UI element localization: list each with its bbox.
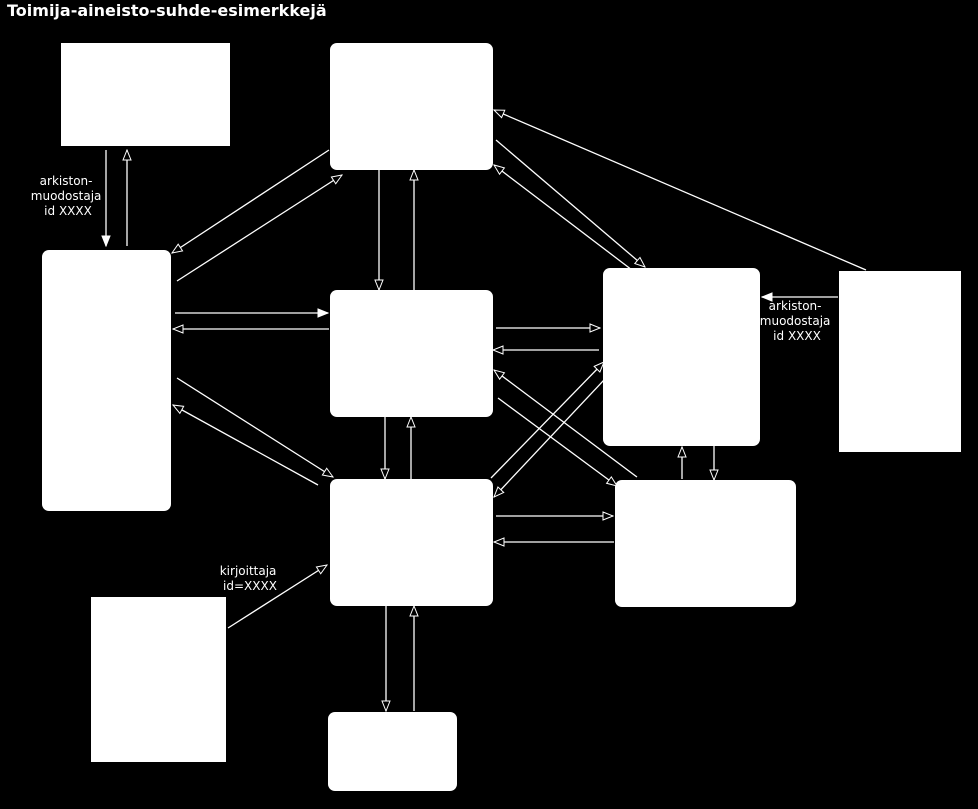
edge-topcenter-to-right bbox=[495, 139, 645, 267]
node-far-right bbox=[839, 271, 961, 452]
node-top-left bbox=[61, 43, 230, 146]
node-right-center bbox=[603, 268, 760, 446]
diagram-title: Toimija-aineisto-suhde-esimerkkejä bbox=[7, 1, 327, 20]
edge-left-to-lower bbox=[176, 377, 333, 477]
edge-right-to-lower bbox=[494, 379, 605, 497]
edge-farright-to-topcenter bbox=[494, 109, 867, 271]
node-left-tall bbox=[42, 250, 171, 511]
edge-label-archive-creator-left: arkiston- muodostaja id XXXX bbox=[31, 174, 105, 218]
edge-left-to-topcenter bbox=[176, 175, 342, 282]
edge-topcenter-to-left bbox=[172, 149, 330, 253]
edge-lower-to-right bbox=[490, 362, 604, 479]
node-lower-right bbox=[615, 480, 796, 607]
edge-middle-to-lowerright bbox=[497, 397, 617, 486]
edge-lowerright-to-middle bbox=[494, 370, 638, 478]
node-top-center bbox=[330, 43, 493, 170]
node-middle-center bbox=[330, 290, 493, 417]
edge-label-archive-creator-right: arkiston- muodostaja id XXXX bbox=[760, 299, 834, 343]
edge-label-writer: kirjoittaja id=XXXX bbox=[220, 564, 281, 593]
edge-right-to-topcenter bbox=[494, 165, 633, 271]
node-bottom-center bbox=[328, 712, 457, 791]
edge-bottomleft-to-lower bbox=[227, 565, 327, 629]
node-lower-center bbox=[330, 479, 493, 606]
edge-lower-to-left bbox=[173, 405, 319, 486]
node-bottom-left bbox=[91, 597, 226, 762]
